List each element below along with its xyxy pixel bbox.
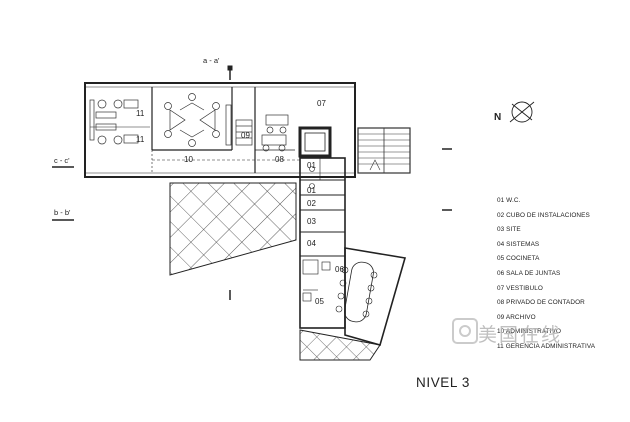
north-arrow-icon <box>509 101 535 123</box>
stairs <box>357 127 411 174</box>
north-label: N <box>494 112 502 123</box>
legend-item: 10 ADMINISTRATIVO <box>497 328 562 336</box>
room-label-01b: 01 <box>307 186 316 195</box>
room-legend: 01 W.C. 02 CUBO DE INSTALACIONES 03 SITE… <box>497 194 627 355</box>
room-label-09: 09 <box>241 131 250 140</box>
legend-item: 04 SISTEMAS <box>497 240 540 248</box>
legend-item: 08 PRIVADO DE CONTADOR <box>497 299 585 307</box>
room-label-11a: 11 <box>136 109 145 118</box>
legend-item: 03 SITE <box>497 226 521 234</box>
furniture-privado <box>235 114 289 152</box>
legend-item: 11 GERENCIA ADMINISTRATIVA <box>497 342 596 350</box>
room-label-08: 08 <box>275 155 284 164</box>
main-block <box>84 82 356 178</box>
watermark-logo-icon <box>452 318 478 344</box>
room-label-02: 02 <box>307 199 316 208</box>
terrace-hatch <box>169 182 297 276</box>
room-label-07: 07 <box>317 99 326 108</box>
core-elevator <box>298 126 332 158</box>
legend-item: 07 VESTIBULO <box>497 284 543 292</box>
legend-item: 09 ARCHIVO <box>497 313 536 321</box>
section-label-b: b - b' <box>54 208 71 217</box>
furniture-administrativo <box>164 93 232 147</box>
bottom-hatch <box>299 329 381 361</box>
legend-item: 01 W.C. <box>497 197 521 204</box>
room-label-10: 10 <box>184 155 193 164</box>
section-markers <box>52 65 452 300</box>
watermark-text: 美国在线 <box>478 325 563 346</box>
meeting-room <box>335 247 407 346</box>
level-title: NIVEL 3 <box>416 375 470 390</box>
legend-item: 06 SALA DE JUNTAS <box>497 269 561 277</box>
furniture-gerencia <box>89 99 139 145</box>
section-label-c: c - c' <box>54 156 70 165</box>
room-label-04: 04 <box>307 239 316 248</box>
legend-item: 05 COCINETA <box>497 255 540 263</box>
service-spine <box>299 157 346 329</box>
legend-item: 02 CUBO DE INSTALACIONES <box>497 211 590 219</box>
room-label-03: 03 <box>307 217 316 226</box>
room-label-06: 06 <box>335 265 344 274</box>
room-label-01a: 01 <box>307 161 316 170</box>
room-label-05: 05 <box>315 297 324 306</box>
section-label-a: a - a' <box>203 56 220 65</box>
room-label-11b: 11 <box>136 135 145 144</box>
